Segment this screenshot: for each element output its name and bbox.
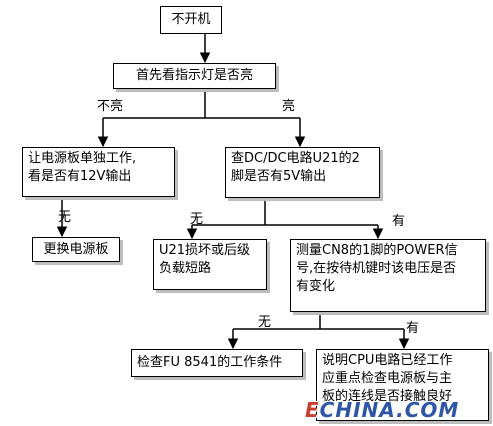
node-measure-cn8: 测量CN8的1脚的POWER信 号,在按待机键时该电压是否 有变化: [290, 239, 486, 312]
label-indicator-on: 亮: [282, 99, 296, 114]
node-check-fu8541: 检查FU 8541的工作条件: [131, 349, 303, 377]
node-start-text: 不开机: [171, 12, 211, 27]
node-power-board-test-line2: 看是否有12V输出: [28, 169, 132, 184]
node-measure-cn8-line1: 测量CN8的1脚的POWER信: [296, 243, 458, 258]
node-u21-fault: U21损坏或后级 负载短路: [153, 239, 267, 290]
node-measure-cn8-line3: 有变化: [296, 279, 336, 294]
node-power-board-test: 让电源板单独工作, 看是否有12V输出: [22, 147, 175, 197]
node-check-dcdc: 查DC/DC电路U21的2 脚是否有5V输出: [225, 147, 380, 198]
node-u21-fault-line2: 负载短路: [159, 261, 212, 276]
node-replace-power-board: 更换电源板: [32, 237, 120, 262]
node-check-fu8541-text: 检查FU 8541的工作条件: [137, 355, 283, 370]
label-indicator-off: 不亮: [97, 99, 124, 114]
node-cpu-ok-line2: 应重点检查电源板与主: [322, 371, 453, 386]
node-power-board-test-line1: 让电源板单独工作,: [28, 151, 137, 166]
node-check-indicator-text: 首先看指示灯是否亮: [135, 68, 253, 83]
node-measure-cn8-line2: 号,在按待机键时该电压是否: [296, 261, 457, 276]
watermark-logo: ECHINA.COM: [305, 398, 491, 424]
node-check-indicator: 首先看指示灯是否亮: [113, 63, 276, 89]
node-cpu-ok-line1: 说明CPU电路已经工作: [322, 353, 453, 368]
node-check-dcdc-line2: 脚是否有5V输出: [231, 169, 327, 184]
node-check-dcdc-line1: 查DC/DC电路U21的2: [231, 151, 360, 166]
label-no-change: 无: [258, 315, 272, 330]
label-has-5v: 有: [392, 214, 406, 229]
node-start: 不开机: [160, 6, 222, 34]
watermark-part2: CHINA.COM: [319, 398, 460, 422]
node-replace-power-board-text: 更换电源板: [43, 242, 109, 257]
node-cpu-ok: 说明CPU电路已经工作 应重点检查电源板与主 板的连线是否接触良好: [316, 349, 489, 421]
label-no-12v: 无: [58, 210, 72, 225]
label-no-5v: 无: [190, 212, 204, 227]
watermark-part1: E: [305, 398, 320, 422]
label-has-change: 有: [406, 321, 420, 336]
node-cpu-ok-line3: 板的连线是否接触良好: [322, 389, 453, 404]
node-u21-fault-line1: U21损坏或后级: [159, 243, 251, 258]
